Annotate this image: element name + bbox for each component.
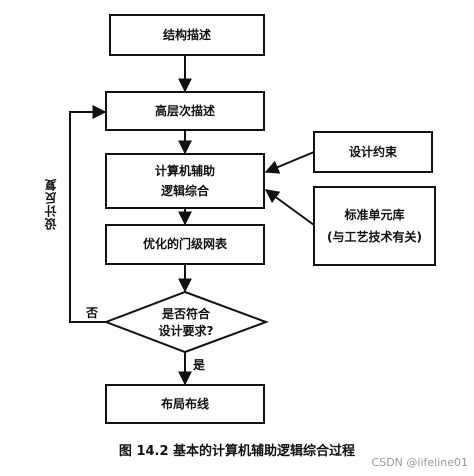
structure-description-label: 结构描述 bbox=[162, 28, 211, 42]
watermark: CSDN @lifeline01 bbox=[371, 456, 468, 469]
box-high-level bbox=[105, 91, 265, 131]
box-structure bbox=[109, 14, 265, 56]
box-constraints bbox=[313, 131, 433, 173]
box-netlist bbox=[105, 224, 265, 265]
feedback-loop-line bbox=[69, 105, 107, 323]
optimized-netlist-label: 优化的门级网表 bbox=[142, 237, 227, 251]
high-level-description-label: 高层次描述 bbox=[154, 104, 215, 118]
library-label-line2: (与工艺技术有关) bbox=[327, 230, 422, 244]
decision-label-line1: 是否符合 bbox=[161, 307, 210, 321]
placement-routing-label: 布局布线 bbox=[160, 397, 209, 411]
design-constraints-label: 设计约束 bbox=[348, 145, 397, 159]
synthesis-label-line2: 逻辑综合 bbox=[160, 184, 209, 198]
iterate-label: 设计反复 bbox=[44, 178, 58, 230]
arrow-constraints-to-synthesis bbox=[264, 151, 315, 174]
yes-label: 是 bbox=[193, 358, 206, 372]
figure-caption: 图 14.2 基本的计算机辅助逻辑综合过程 bbox=[118, 444, 356, 459]
library-label-line1: 标准单元库 bbox=[344, 208, 405, 222]
no-label: 否 bbox=[86, 306, 99, 320]
synthesis-label-line1: 计算机辅助 bbox=[154, 164, 215, 178]
decision-label-line2: 设计要求? bbox=[158, 324, 214, 338]
arrow-library-to-synthesis bbox=[264, 189, 315, 226]
box-library bbox=[313, 186, 436, 266]
